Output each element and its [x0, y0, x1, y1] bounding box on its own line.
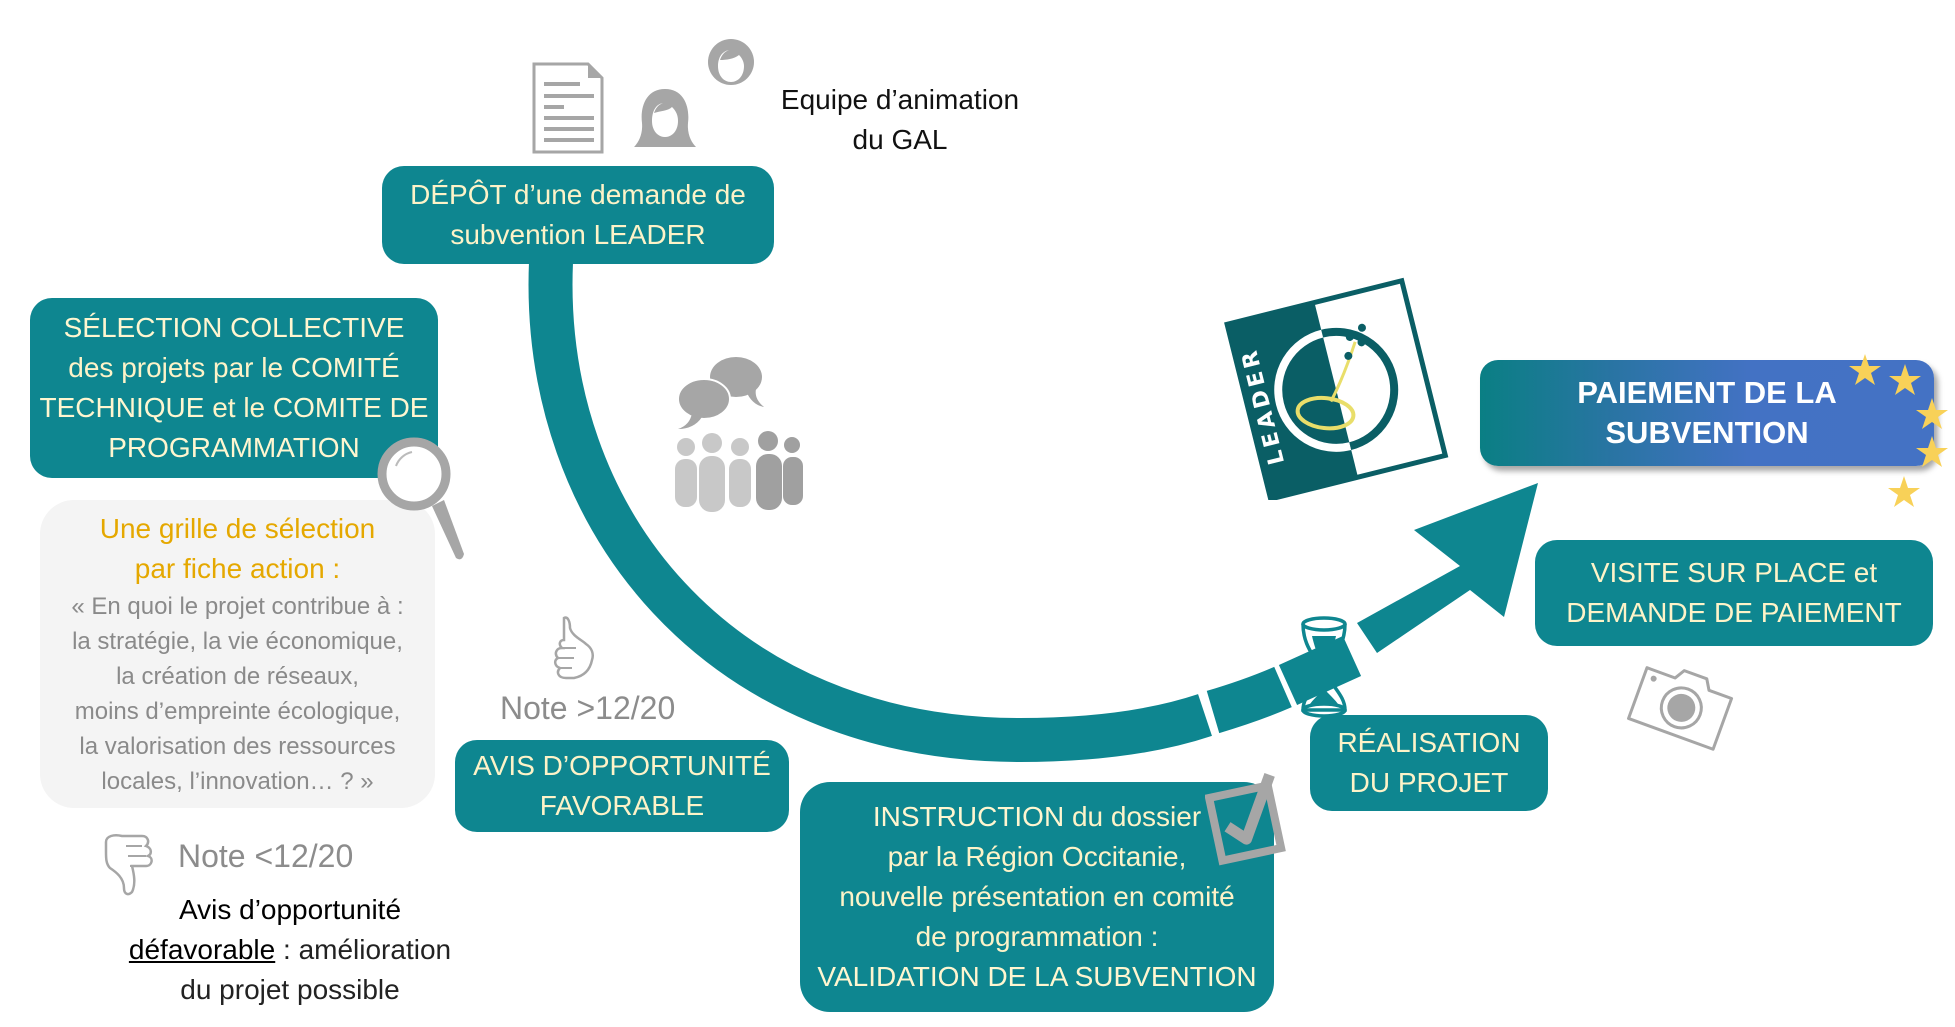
step-instruction-box: INSTRUCTION du dossier par la Région Occ… — [800, 782, 1274, 1012]
camera-icon — [1627, 666, 1734, 751]
step-realisation-box: RÉALISATION DU PROJET — [1310, 715, 1548, 811]
grid-title-line-1: Une grille de sélection — [99, 513, 376, 544]
magnifier-icon — [377, 437, 464, 560]
eu-star — [1849, 354, 1881, 385]
team-label: Equipe d’animation du GAL — [780, 84, 1020, 155]
step-avis-favorable-box: AVIS D’OPPORTUNITÉ FAVORABLE — [455, 740, 789, 832]
eu-star — [1889, 364, 1921, 395]
group-discussion-icon — [675, 357, 803, 512]
eu-star — [1916, 436, 1948, 467]
woman-avatar-icon — [634, 89, 696, 147]
grid-title-line-2: par fiche action : — [134, 553, 341, 584]
woman-avatar-icon-2 — [708, 39, 754, 85]
group-people-icon — [675, 431, 803, 512]
eu-stars-icon — [1849, 354, 1948, 507]
grid-criteria-line: moins d’empreinte écologique, — [74, 698, 401, 725]
grid-criteria-line: locales, l’innovation… ? » — [101, 768, 374, 795]
note-below-12: Note <12/20 — [178, 838, 354, 874]
grid-criteria-line: la création de réseaux, — [116, 663, 359, 690]
leader-logo: LEADER — [1224, 277, 1449, 500]
note-above-12: Note >12/20 — [500, 690, 676, 726]
speech-bubbles-icon — [677, 357, 764, 429]
step-selection-box: SÉLECTION COLLECTIVE des projets par le … — [30, 298, 438, 478]
process-arc — [528, 261, 1212, 763]
grid-criteria-line: « En quoi le projet contribue à : — [71, 593, 404, 620]
thumbs-up-icon — [554, 616, 594, 680]
selection-grid-box: Une grille de sélection par fiche action… — [40, 500, 435, 808]
grid-criteria-line: la stratégie, la vie économique, — [72, 628, 403, 655]
unfavorable-opinion-text: Avis d’opportunité défavorable : amélior… — [128, 894, 452, 1005]
step-visite-box: VISITE SUR PLACE et DEMANDE DE PAIEMENT — [1535, 540, 1933, 646]
eu-star — [1888, 476, 1920, 507]
arc-dash-1 — [1206, 666, 1292, 734]
eu-star — [1916, 398, 1948, 429]
thumbs-down-icon — [104, 834, 153, 896]
arrow-head — [1357, 483, 1538, 653]
checkbox-checked-icon — [1205, 773, 1286, 866]
step-paiement-box: PAIEMENT DE LA SUBVENTION — [1480, 360, 1934, 466]
step-depot-box: DÉPÔT d’une demande de subvention LEADER — [382, 166, 774, 264]
grid-criteria-line: la valorisation des ressources — [79, 733, 396, 760]
document-icon — [532, 62, 604, 154]
hourglass-icon — [1301, 616, 1347, 718]
